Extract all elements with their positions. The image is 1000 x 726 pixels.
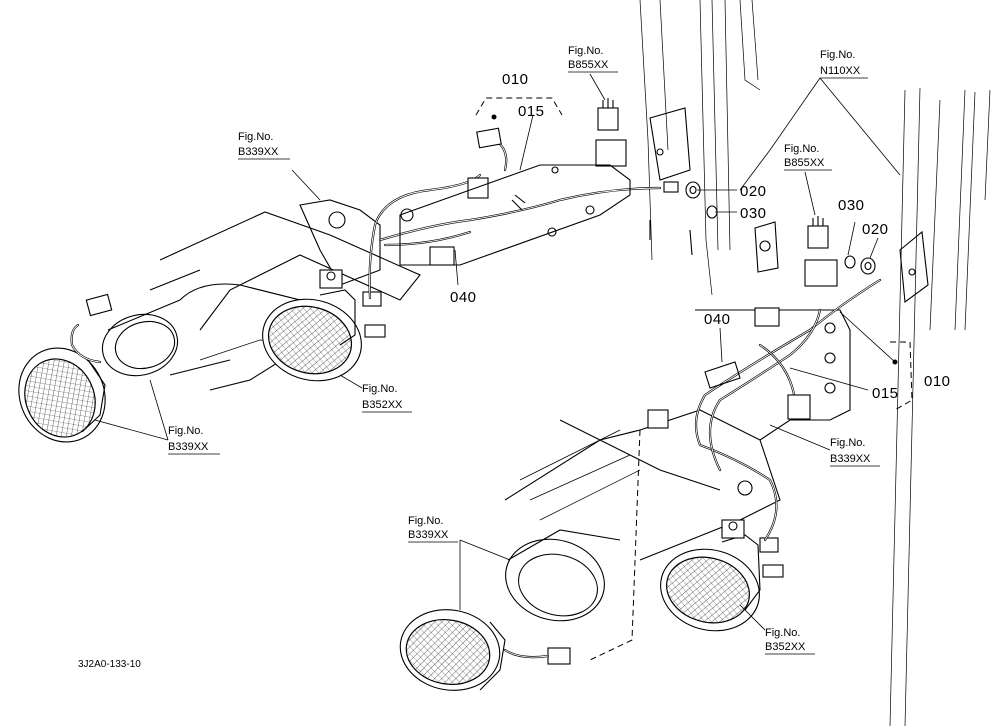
figure-ref-b352-left: Fig.No. B352XX [362, 383, 412, 413]
fig-number: B339XX [168, 441, 209, 453]
figure-ref-b339-upper-left: Fig.No. B339XX [238, 131, 290, 160]
fig-label: Fig.No. [830, 437, 865, 449]
fig-label: Fig.No. [362, 383, 397, 395]
figure-ref-n110: Fig.No. N110XX [820, 49, 868, 79]
figure-ref-b855-top: Fig.No. B855XX [568, 45, 618, 73]
fig-label: Fig.No. [238, 131, 273, 143]
lower-right-lamp-assembly [399, 216, 929, 691]
fig-label: Fig.No. [784, 143, 819, 155]
part-callout-020-right: 020 [862, 221, 889, 238]
fig-number: B855XX [568, 59, 609, 71]
part-callout-010-right: 010 [924, 373, 951, 390]
fig-label: Fig.No. [568, 45, 603, 57]
fig-number: B352XX [765, 641, 806, 653]
fig-number: B352XX [362, 399, 403, 411]
figure-ref-b339-bottom: Fig.No. B339XX [408, 515, 458, 543]
fig-number: B339XX [238, 146, 279, 158]
fig-label: Fig.No. [765, 627, 800, 639]
fig-label: Fig.No. [408, 515, 443, 527]
figure-leader-lines [94, 73, 901, 631]
fig-label: Fig.No. [820, 49, 855, 61]
figure-ref-b339-lower-left: Fig.No. B339XX [168, 425, 220, 455]
figure-ref-b352-bottom: Fig.No. B352XX [765, 627, 815, 655]
cab-pillar-lines [639, 0, 991, 726]
part-callout-030-right: 030 [838, 197, 865, 214]
part-callout-020-top: 020 [740, 183, 767, 200]
figure-ref-b855-right: Fig.No. B855XX [784, 143, 832, 171]
part-callout-015-top: 015 [518, 103, 545, 120]
part-callout-040-left: 040 [450, 289, 477, 306]
fig-label: Fig.No. [168, 425, 203, 437]
figure-ref-b339-right: Fig.No. B339XX [830, 437, 880, 467]
dashed-group-outlines [475, 97, 913, 661]
upper-left-lamp-assembly [18, 98, 737, 443]
fig-number: B339XX [830, 453, 871, 465]
fig-number: B855XX [784, 157, 825, 169]
part-callout-010-top: 010 [502, 71, 529, 88]
part-callout-015-right: 015 [872, 385, 899, 402]
group-marker-dot [892, 359, 898, 365]
part-callout-040-right: 040 [704, 311, 731, 328]
part-callout-030-top: 030 [740, 205, 767, 222]
fig-number: B339XX [408, 529, 449, 541]
group-marker-dot [491, 114, 497, 120]
drawing-code: 3J2A0-133-10 [78, 659, 141, 670]
fig-number: N110XX [820, 65, 861, 77]
